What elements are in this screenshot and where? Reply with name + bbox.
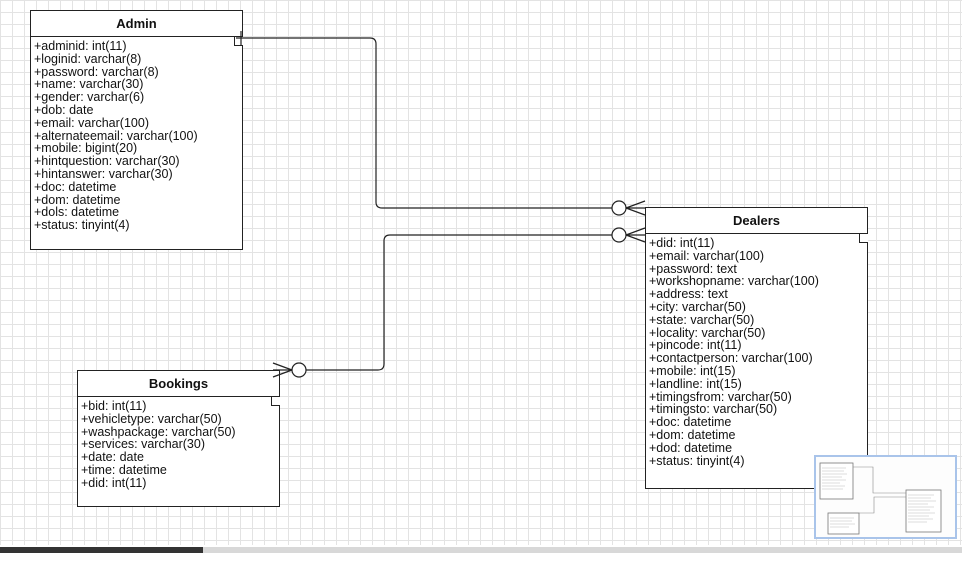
- attribute-row: +state: varchar(50): [649, 312, 755, 327]
- attribute-row: +workshopname: varchar(100): [649, 274, 819, 289]
- entity-admin-attributes: +adminid: int(11)+loginid: varchar(8)+pa…: [31, 37, 242, 232]
- entity-bookings-title: Bookings: [78, 371, 279, 397]
- attribute-row: +dob: date: [34, 102, 94, 117]
- relationship-lines: [236, 31, 646, 378]
- entity-admin-title: Admin: [31, 11, 242, 37]
- attribute-row: +dom: datetime: [34, 192, 121, 207]
- attribute-row: +timingsto: varchar(50): [649, 402, 778, 417]
- attribute-row: +city: varchar(50): [649, 299, 746, 314]
- attribute-row: +contactperson: varchar(100): [649, 351, 813, 366]
- attribute-row: +bid: int(11): [81, 399, 147, 413]
- attribute-row: +name: varchar(30): [34, 77, 144, 92]
- entity-dealers-attributes: +did: int(11)+email: varchar(100)+passwo…: [646, 234, 867, 467]
- attribute-row: +washpackage: varchar(50): [81, 424, 236, 439]
- entity-bookings-attributes: +bid: int(11)+vehicletype: varchar(50)+w…: [78, 397, 279, 490]
- attribute-row: +dod: datetime: [649, 440, 733, 455]
- attribute-row: +pincode: int(11): [649, 338, 742, 353]
- scrollbar-thumb[interactable]: [0, 547, 203, 553]
- attribute-row: +adminid: int(11): [34, 39, 127, 53]
- attribute-row: +status: tinyint(4): [34, 218, 130, 233]
- attribute-row: +alternateemail: varchar(100): [34, 128, 198, 143]
- attribute-row: +date: date: [81, 450, 144, 465]
- attribute-row: +locality: varchar(50): [649, 325, 766, 340]
- attribute-row: +dols: datetime: [34, 205, 120, 220]
- attribute-row: +mobile: int(15): [649, 363, 736, 378]
- attribute-row: +status: tinyint(4): [649, 453, 745, 468]
- attribute-row: +dom: datetime: [649, 427, 736, 442]
- attribute-row: +password: varchar(8): [34, 64, 159, 79]
- relationship-bookings-dealers[interactable]: [272, 227, 646, 378]
- entity-dealers-title: Dealers: [646, 208, 867, 234]
- attribute-row: +services: varchar(30): [81, 437, 205, 452]
- attribute-row: +loginid: varchar(8): [34, 51, 142, 66]
- attribute-row: +address: text: [649, 287, 728, 302]
- attribute-row: +hintanswer: varchar(30): [34, 166, 173, 181]
- attribute-row: +hintquestion: varchar(30): [34, 154, 180, 169]
- attribute-row: +doc: datetime: [649, 415, 732, 430]
- attribute-row: +did: int(11): [81, 475, 147, 490]
- attribute-row: +gender: varchar(6): [34, 90, 145, 105]
- minimap-overview[interactable]: [814, 455, 957, 539]
- attribute-row: +vehicletype: varchar(50): [81, 411, 222, 426]
- attribute-row: +timingsfrom: varchar(50): [649, 389, 792, 404]
- attribute-row: +email: varchar(100): [34, 115, 149, 130]
- fold-corner-icon: [234, 37, 243, 46]
- attribute-row: +email: varchar(100): [649, 248, 764, 263]
- entity-bookings[interactable]: Bookings +bid: int(11)+vehicletype: varc…: [77, 370, 280, 507]
- scrollbar-track[interactable]: [0, 547, 962, 553]
- attribute-row: +mobile: bigint(20): [34, 141, 138, 156]
- entity-admin[interactable]: Admin +adminid: int(11)+loginid: varchar…: [30, 10, 243, 250]
- fold-corner-icon: [271, 397, 280, 406]
- attribute-row: +did: int(11): [649, 236, 715, 250]
- attribute-row: +doc: datetime: [34, 179, 117, 194]
- minimap-preview: [819, 462, 942, 535]
- relationship-admin-dealers[interactable]: [236, 31, 646, 216]
- fold-corner-icon: [859, 234, 868, 243]
- horizontal-scrollbar[interactable]: [0, 545, 962, 567]
- attribute-row: +password: text: [649, 261, 737, 276]
- attribute-row: +time: datetime: [81, 462, 167, 477]
- diagram-canvas[interactable]: Admin +adminid: int(11)+loginid: varchar…: [0, 0, 962, 545]
- attribute-row: +landline: int(15): [649, 376, 742, 391]
- entity-dealers[interactable]: Dealers +did: int(11)+email: varchar(100…: [645, 207, 868, 489]
